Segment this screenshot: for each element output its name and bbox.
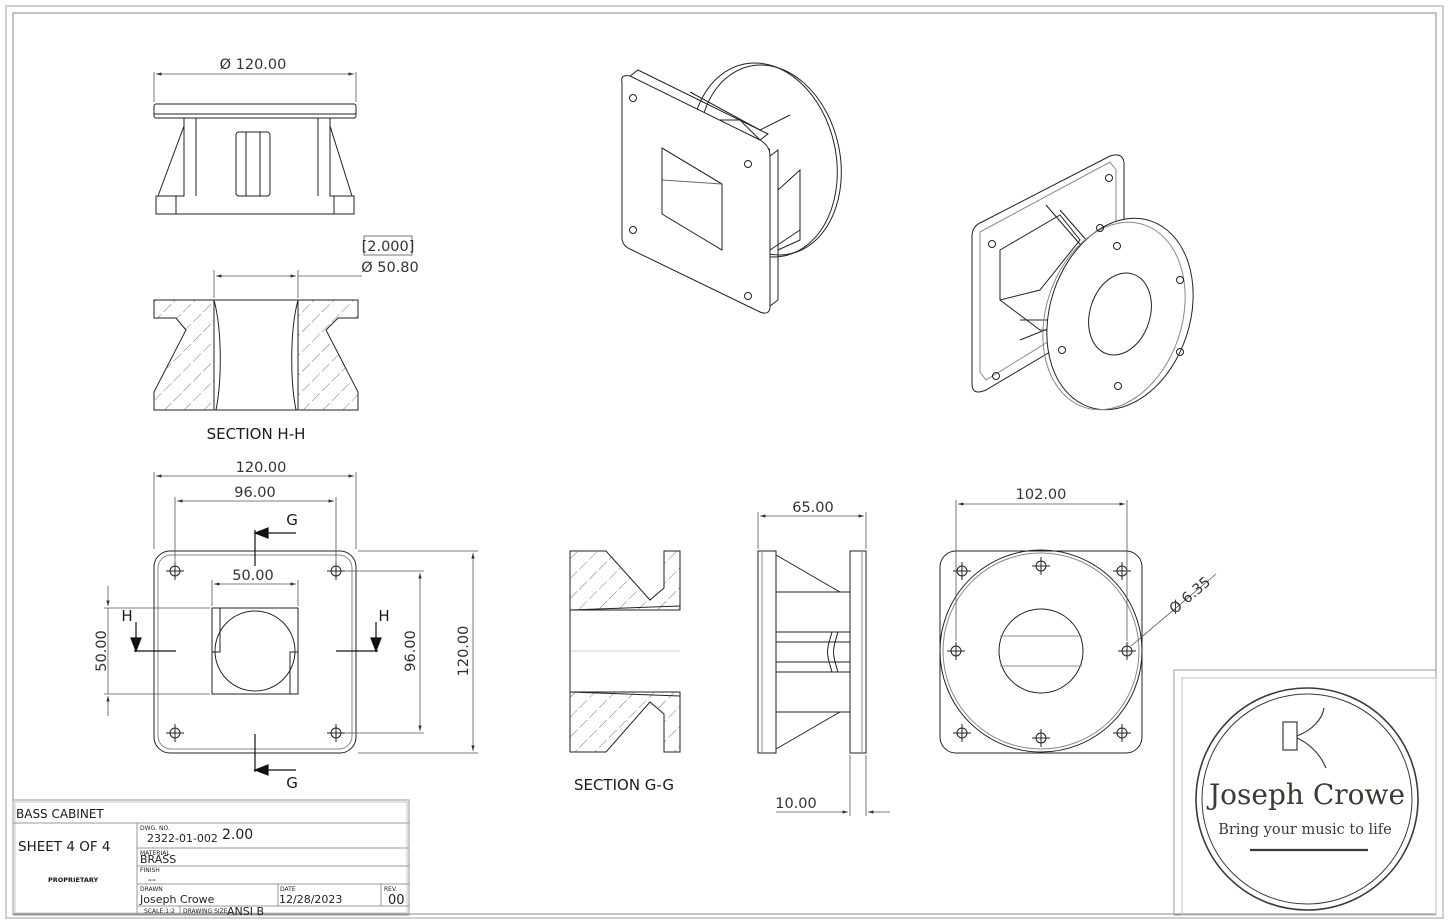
title-block — [12, 799, 410, 916]
logo-seal — [1195, 687, 1419, 911]
front-mounting-holes — [166, 562, 345, 742]
dim-front-opening: 50.00 — [232, 568, 274, 584]
rev-value: 00 — [388, 893, 405, 908]
material-label: MATERIAL — [140, 850, 170, 857]
cut-g-bottom-label: G — [286, 774, 298, 792]
side-view — [757, 550, 867, 754]
rear-view — [939, 549, 1143, 754]
dim-top-diameter-label: Ø 120.00 — [220, 57, 287, 73]
rear-mounting-holes — [947, 557, 1136, 747]
section-gg-view — [569, 550, 681, 753]
dim-bore-inch: [2.000] — [362, 239, 415, 255]
material-value: BRASS — [140, 853, 176, 866]
dwg-no-label: DWG. NO. — [140, 825, 170, 832]
cut-plane-g — [253, 527, 296, 776]
scale-value: SCALE:1:2 — [144, 908, 175, 915]
section-hh-label: SECTION H-H — [207, 425, 306, 443]
cut-plane-h — [130, 622, 382, 653]
drawn-label: DRAWN — [140, 886, 163, 893]
dim-flange-thickness: 10.00 — [775, 796, 817, 812]
finish-value: -- — [148, 873, 156, 886]
logo-name: Joseph Crowe — [1206, 778, 1405, 811]
drawing-size-label: DRAWING SIZE — [183, 908, 228, 915]
dim-front-width: 120.00 — [236, 460, 287, 476]
dim-front-hole-spacing: 96.00 — [234, 485, 276, 501]
isometric-view-rear — [971, 154, 1194, 411]
side-dimension-lines — [757, 512, 890, 816]
cut-h-left-label: H — [121, 607, 132, 625]
dim-hole-diameter: Ø 6.35 — [1167, 574, 1214, 617]
section-hh-view — [153, 299, 359, 411]
dim-bore-inch-box — [363, 235, 413, 256]
drawing-size-value: ANSI B — [227, 905, 264, 918]
rear-dimension-lines — [955, 500, 1217, 647]
date-label: DATE — [280, 886, 296, 893]
finish-label: FINISH — [140, 867, 160, 874]
dim-front-hole-spacing-vertical: 96.00 — [403, 630, 419, 672]
top-elevation-view — [153, 103, 357, 215]
dim-rear-hole-spacing: 102.00 — [1016, 487, 1067, 503]
drawn-value: Joseph Crowe — [139, 893, 215, 906]
dim-top-diameter — [153, 72, 357, 102]
cut-g-top-label: G — [286, 511, 298, 529]
dim-front-opening-vertical: 50.00 — [94, 630, 110, 672]
dim-bore-diameter: Ø 50.80 — [361, 260, 419, 276]
outer-border — [5, 5, 1444, 919]
logo-frame — [1173, 669, 1437, 916]
cut-h-right-label: H — [378, 607, 389, 625]
rev-label: REV. — [384, 886, 397, 893]
title-block-proprietary: PROPRIETARY — [48, 876, 99, 884]
logo-tagline: Bring your music to life — [1218, 822, 1392, 838]
title-block-sheet: SHEET 4 OF 4 — [18, 839, 110, 855]
dim-side-depth: 65.00 — [792, 500, 834, 516]
date-value: 12/28/2023 — [279, 893, 342, 906]
title-block-title: BASS CABINET — [16, 807, 104, 821]
revision-number: 2.00 — [222, 827, 253, 843]
dim-front-height: 120.00 — [456, 626, 472, 677]
front-dimension-lines — [104, 472, 478, 754]
inner-border — [12, 12, 1437, 915]
isometric-view-front — [621, 62, 842, 314]
dim-bore — [213, 270, 362, 298]
section-gg-label: SECTION G-G — [574, 776, 674, 794]
dwg-no-value: 2322-01-002 — [147, 832, 218, 845]
